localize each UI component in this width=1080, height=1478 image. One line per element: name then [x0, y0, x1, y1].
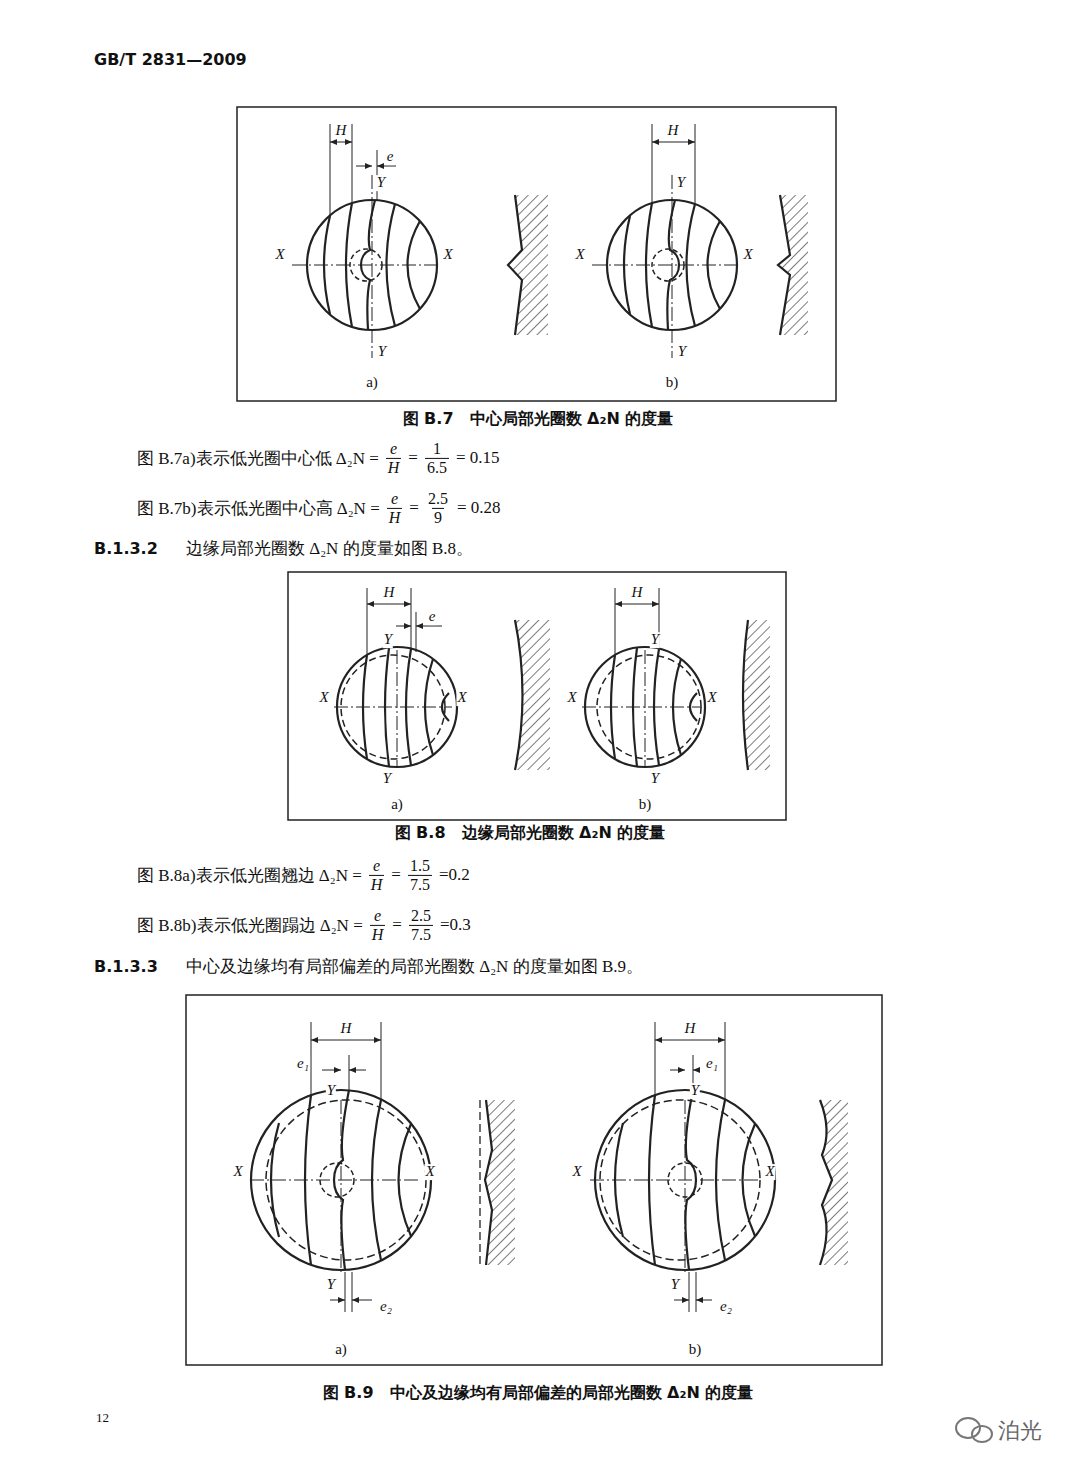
fraction-numerator: e — [388, 440, 399, 458]
axis-label: X — [318, 690, 329, 706]
formula-text: 图 B.8a)表示低光圈翘边 Δ₂N = — [137, 864, 362, 887]
axis-label: Y — [377, 344, 387, 360]
figure-caption: 图 B.7 中心局部光圈数 Δ₂N 的度量 — [403, 411, 674, 428]
axis-label: Y — [676, 175, 686, 191]
fraction-denominator: 7.5 — [409, 925, 433, 944]
fraction: eH — [370, 907, 386, 943]
fraction: 1.57.5 — [408, 857, 432, 893]
clause-text: 边缘局部光圈数 Δ₂N 的度量如图 B.8。 — [186, 540, 473, 558]
formula-text: = — [392, 915, 402, 935]
subfigure-label: a) — [391, 797, 403, 813]
axis-label: Y — [383, 632, 393, 648]
fraction: eH — [369, 857, 385, 893]
subfigure-label: b) — [689, 1342, 702, 1358]
axis-label: X — [574, 247, 585, 263]
fraction-denominator: 6.5 — [425, 458, 449, 477]
axis-label: X — [274, 247, 285, 263]
fraction-numerator: 1.5 — [408, 857, 432, 875]
fraction-denominator: 7.5 — [408, 875, 432, 894]
fraction: eH — [387, 490, 403, 526]
fraction-numerator: e — [389, 490, 400, 508]
figure-caption: 图 B.8 边缘局部光圈数 Δ₂N 的度量 — [395, 825, 666, 842]
subfigure-label: a) — [335, 1342, 347, 1358]
axis-label: X — [442, 247, 453, 263]
page-number: 12 — [96, 1411, 109, 1425]
axis-label: X — [566, 690, 577, 706]
axis-label: X — [706, 690, 717, 706]
subfigure-label: b) — [666, 375, 679, 391]
axis-label: Y — [670, 1277, 680, 1293]
dimension-label: H — [667, 123, 680, 139]
axis-label: Y — [677, 344, 687, 360]
formula-line: 图 B.7a)表示低光圈中心低 Δ₂N = eH = 16.5 = 0.15 — [134, 440, 503, 476]
formula-text: =0.2 — [439, 865, 470, 885]
formula-text: 图 B.7a)表示低光圈中心低 Δ₂N = — [137, 447, 379, 470]
dimension-label: e₂ — [719, 1299, 733, 1315]
formula-text: = — [409, 498, 419, 518]
axis-label: X — [456, 690, 467, 706]
axis-label: X — [232, 1164, 243, 1180]
dimension-label: e — [428, 609, 437, 625]
axis-label: Y — [690, 1083, 700, 1099]
dimension-label: e₂ — [379, 1299, 393, 1315]
formula-line: 图 B.7b)表示低光圈中心高 Δ₂N = eH = 2.59 = 0.28 — [134, 490, 503, 526]
formula-line: 图 B.8b)表示低光圈蹋边 Δ₂N = eH = 2.57.5 =0.3 — [134, 907, 474, 943]
fraction: 2.59 — [426, 490, 450, 526]
formula-text: 图 B.8b)表示低光圈蹋边 Δ₂N = — [137, 914, 363, 937]
dimension-label: H — [383, 585, 396, 601]
dimension-label: e₁ — [705, 1056, 719, 1072]
clause-text: 中心及边缘均有局部偏差的局部光圈数 Δ₂N 的度量如图 B.9。 — [186, 958, 643, 976]
axis-label: X — [424, 1164, 435, 1180]
fraction: 2.57.5 — [409, 907, 433, 943]
fraction-numerator: 2.5 — [426, 490, 450, 508]
clause-number: B.1.3.2 — [94, 541, 158, 558]
fraction-denominator: H — [370, 925, 386, 944]
fraction-numerator: e — [371, 857, 382, 875]
clause-number: B.1.3.3 — [94, 959, 158, 976]
axis-label: Y — [382, 771, 392, 787]
figure-caption: 图 B.9 中心及边缘均有局部偏差的局部光圈数 Δ₂N 的度量 — [323, 1385, 754, 1402]
formula-line: 图 B.8a)表示低光圈翘边 Δ₂N = eH = 1.57.5 =0.2 — [134, 857, 473, 893]
watermark: 泊光 — [998, 1419, 1042, 1442]
fraction-denominator: 9 — [432, 508, 444, 527]
formula-text: 图 B.7b)表示低光圈中心高 Δ₂N = — [137, 497, 380, 520]
axis-label: Y — [326, 1083, 336, 1099]
dimension-label: e — [386, 149, 395, 165]
formula-text: = — [391, 865, 401, 885]
fraction-numerator: e — [372, 907, 383, 925]
fraction: 16.5 — [425, 440, 449, 476]
axis-label: X — [764, 1164, 775, 1180]
dimension-label: e₁ — [296, 1056, 310, 1072]
axis-label: Y — [326, 1277, 336, 1293]
fraction-numerator: 2.5 — [409, 907, 433, 925]
fraction-denominator: H — [386, 458, 402, 477]
standard-number: GB/T 2831—2009 — [94, 52, 247, 69]
axis-label: Y — [650, 771, 660, 787]
axis-label: Y — [650, 632, 660, 648]
axis-label: X — [571, 1164, 582, 1180]
formula-text: =0.3 — [440, 915, 471, 935]
subfigure-label: a) — [366, 375, 378, 391]
subfigure-label: b) — [639, 797, 652, 813]
fraction: eH — [386, 440, 402, 476]
formula-text: = 0.28 — [457, 498, 501, 518]
formula-text: = 0.15 — [456, 448, 500, 468]
fraction-numerator: 1 — [431, 440, 443, 458]
axis-label: Y — [376, 175, 386, 191]
dimension-label: H — [631, 585, 644, 601]
dimension-label: H — [335, 123, 348, 139]
formula-text: = — [408, 448, 418, 468]
axis-label: X — [742, 247, 753, 263]
fraction-denominator: H — [387, 508, 403, 527]
dimension-label: H — [340, 1021, 353, 1037]
fraction-denominator: H — [369, 875, 385, 894]
dimension-label: H — [684, 1021, 697, 1037]
